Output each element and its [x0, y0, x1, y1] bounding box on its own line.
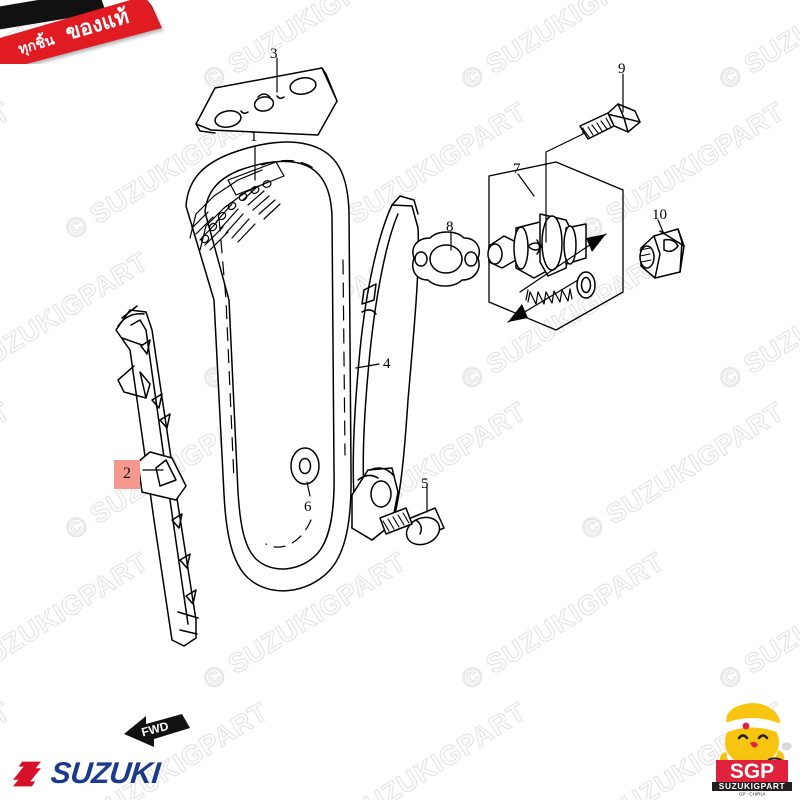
callout-tensioner-gasket[interactable]: 8 — [446, 219, 454, 235]
ribbon-black-band — [0, 0, 106, 30]
callout-tensioner-bolt[interactable]: 9 — [618, 61, 626, 77]
ribbon-red-band — [0, 0, 162, 64]
fwd-label: FWD — [140, 719, 170, 740]
sgp-initials: SGP — [730, 760, 774, 783]
callout-tensioner-assembly[interactable]: 7 — [513, 161, 521, 177]
part-washer — [290, 447, 320, 485]
tensioner-o-ring — [576, 271, 596, 299]
sgp-name: SUZUKIGPART — [719, 781, 786, 791]
suzuki-wordmark: SUZUKI — [49, 757, 162, 790]
tensioner-body — [487, 213, 587, 279]
part-tensioner-gasket — [412, 231, 480, 287]
callout-tensioner-plug[interactable]: 10 — [652, 207, 667, 223]
tensioner-spring — [525, 288, 573, 305]
genuine-parts-ribbon-badge: ทุกชิ้น ของแท้ — [0, 0, 162, 64]
fwd-orientation-marker: FWD — [124, 714, 190, 747]
callout-chain-tensioner-guide[interactable]: 2 — [114, 460, 140, 489]
callout-cam-chain[interactable]: 1 — [250, 129, 258, 145]
part-tensioner-assembly — [487, 161, 624, 331]
sgp-tagline: GP : CHIRUI — [739, 792, 765, 797]
callout-washer[interactable]: 6 — [304, 499, 312, 515]
callout-shoulder-bolt[interactable]: 5 — [421, 476, 429, 492]
callout-chain-guide[interactable]: 4 — [383, 356, 391, 372]
part-shoulder-bolt — [379, 507, 445, 546]
sgp-chick-mascot-icon — [719, 702, 795, 771]
sgp-name-badge: SGP SUZUKIGPART GP : CHIRUI — [712, 760, 792, 796]
part-cam-chain — [185, 141, 352, 592]
part-tensioner-plug — [639, 228, 685, 279]
callout-chain-guide-plate[interactable]: 3 — [270, 46, 278, 62]
part-tensioner-bolt — [579, 103, 641, 140]
part-chain-guide-plate — [195, 67, 338, 136]
suzuki-logo: SUZUKI — [10, 757, 162, 791]
sgp-suzukigpart-logo: SGP SUZUKIGPART GP : CHIRUI — [712, 702, 795, 796]
suzuki-s-mark-icon — [13, 761, 41, 787]
leader-lines — [142, 57, 665, 513]
part-chain-tensioner-guide — [115, 305, 199, 647]
